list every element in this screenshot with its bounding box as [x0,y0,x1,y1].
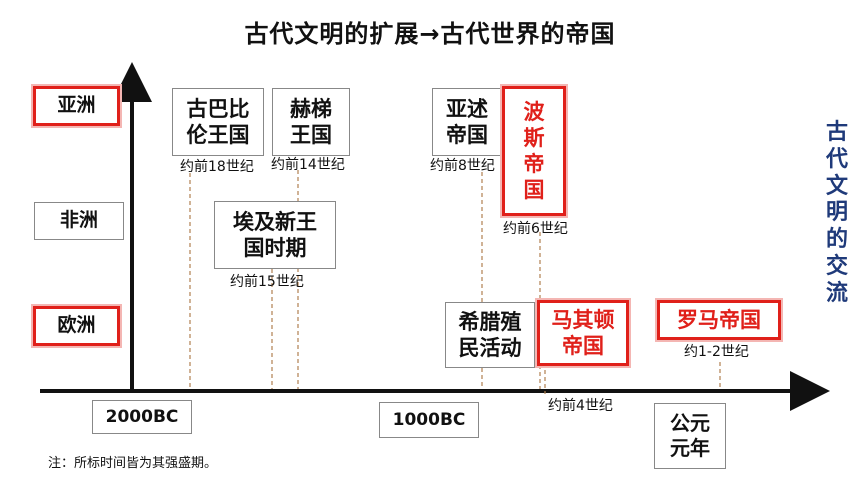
era-hittite: 约前14世纪 [271,157,345,173]
civ-rome: 罗马帝国 [657,300,781,340]
era-persia: 约前6世纪 [503,221,568,237]
year-ad1: 公元元年 [654,403,726,469]
region-africa: 非洲 [34,202,124,240]
region-asia: 亚洲 [33,86,120,126]
footnote: 注：所标时间皆为其强盛期。 [48,456,218,471]
civ-persia: 波斯帝国 [502,86,566,216]
civ-assyria-name: 亚述帝国 [446,96,488,147]
civ-greek-colonization: 希腊殖民活动 [445,302,535,368]
civ-egypt: 埃及新王国时期 [214,201,336,269]
year-2000bc: 2000BC [92,400,192,434]
region-europe: 欧洲 [33,306,120,346]
civ-greek-name: 希腊殖民活动 [458,309,522,360]
era-macedon: 约前4世纪 [548,398,613,414]
era-babylon: 约前18世纪 [180,159,254,175]
civ-assyria: 亚述帝国 [432,88,502,156]
civ-rome-name: 罗马帝国 [677,307,761,332]
civ-hittite: 赫梯王国 [272,88,350,156]
civ-babylon-name: 古巴比伦王国 [186,96,250,147]
era-rome: 约1-2世纪 [684,344,749,360]
year-1000bc: 1000BC [379,402,479,438]
civ-macedon-name: 马其顿帝国 [551,307,615,358]
civ-macedon: 马其顿帝国 [537,300,629,366]
civ-egypt-name: 埃及新王国时期 [233,209,317,260]
era-egypt: 约前15世纪 [230,274,304,290]
civ-persia-name: 波斯帝国 [523,99,545,203]
era-assyria: 约前8世纪 [430,158,495,174]
civ-hittite-name: 赫梯王国 [290,96,332,147]
page-title: 古代文明的扩展→古代世界的帝国 [244,20,616,48]
side-label: 古代文明的交流 [825,120,848,306]
civ-babylon: 古巴比伦王国 [172,88,264,156]
